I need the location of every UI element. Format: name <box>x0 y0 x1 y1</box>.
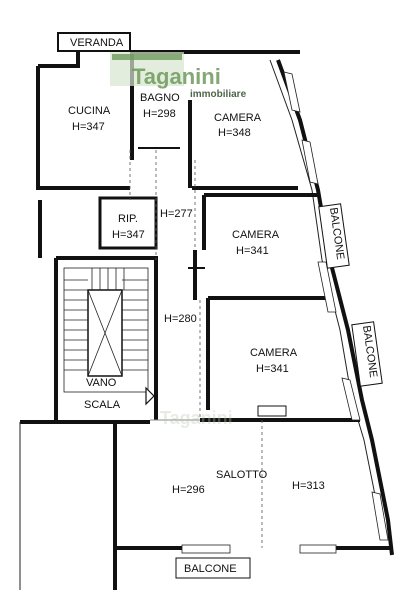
label-bagno: BAGNO <box>140 92 180 104</box>
label-salotto: SALOTTO <box>216 469 268 481</box>
balcony-frames <box>175 203 383 579</box>
brand-subtitle: immobiliare <box>190 89 247 100</box>
label-cucina: CUCINA <box>68 105 111 117</box>
label-camera-1: CAMERA <box>214 112 262 124</box>
window-1 <box>283 71 301 113</box>
veranda-outline <box>57 32 131 52</box>
label-salotto-height-2: H=313 <box>292 480 325 492</box>
label-rip-height: H=347 <box>112 229 145 241</box>
window-6 <box>181 544 231 554</box>
dashed-openings <box>129 150 263 548</box>
brand-name: Taganini <box>132 64 221 89</box>
label-corridor-height: H=277 <box>160 208 193 220</box>
room-labels: VERANDA CUCINA H=347 BAGNO H=298 CAMERA … <box>68 37 325 496</box>
label-rip: RIP. <box>118 213 138 225</box>
label-camera-2-height: H=341 <box>236 245 269 257</box>
label-scala: SCALA <box>84 399 121 411</box>
label-veranda: VERANDA <box>70 37 124 49</box>
label-vano: VANO <box>86 377 117 389</box>
label-camera-3: CAMERA <box>250 347 298 359</box>
window-7 <box>299 544 337 554</box>
label-balcone-bottom: BALCONE <box>184 563 237 575</box>
window-2 <box>301 139 319 185</box>
label-salotto-height-1: H=296 <box>172 484 205 496</box>
brand-logo: Taganini immobiliare <box>110 52 247 100</box>
label-bagno-height: H=298 <box>143 108 176 120</box>
windows <box>181 71 389 554</box>
window-5 <box>371 491 389 541</box>
staircase <box>63 267 155 406</box>
window-3 <box>317 261 337 313</box>
stair-arrow-icon <box>145 386 155 406</box>
label-hall-height: H=280 <box>164 313 197 325</box>
label-camera-2: CAMERA <box>232 229 280 241</box>
label-cucina-height: H=347 <box>72 121 105 133</box>
window-4 <box>341 377 361 421</box>
watermark-text: Taganini <box>160 408 233 428</box>
openings <box>138 147 287 421</box>
label-camera-3-height: H=341 <box>256 363 289 375</box>
label-camera-1-height: H=348 <box>218 127 251 139</box>
